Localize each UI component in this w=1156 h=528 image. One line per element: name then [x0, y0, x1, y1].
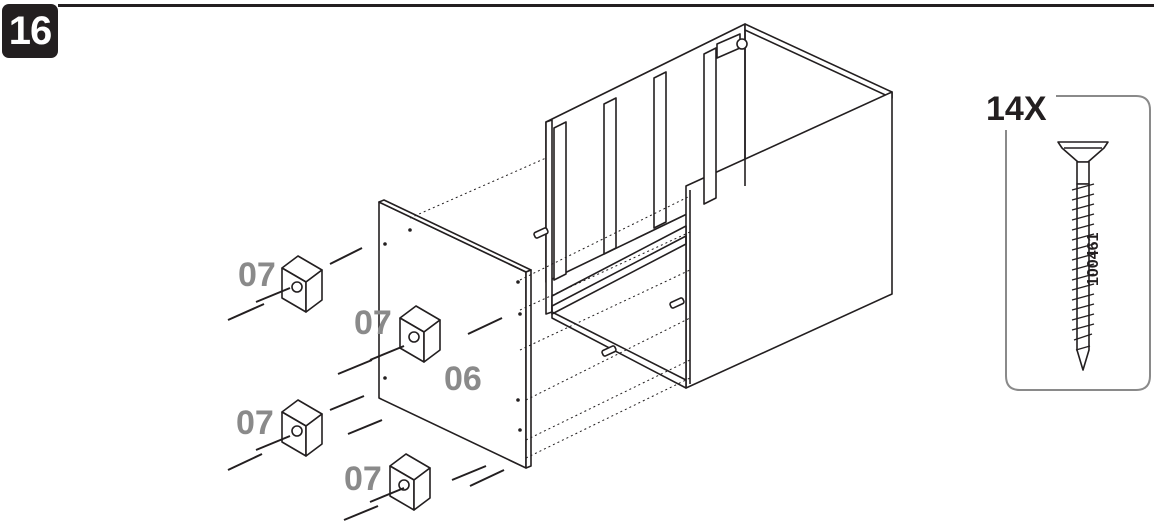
step-number: 16: [8, 9, 53, 53]
block-07-c: [281, 399, 323, 457]
front-panel-06: [378, 199, 532, 469]
hardware-code: 100461: [1085, 232, 1102, 286]
drawer-runners: [553, 33, 748, 281]
alignment-lines: [409, 157, 691, 459]
hardware-callout: [1005, 95, 1151, 391]
block-07-a: [281, 255, 323, 313]
step-badge: 16: [2, 4, 58, 58]
block-07-d: [389, 453, 431, 511]
screw-icon: [1057, 141, 1109, 371]
block-07-b: [399, 305, 441, 363]
part-label-06: 06: [444, 360, 482, 398]
part-label-07: 07: [344, 460, 382, 498]
hardware-quantity: 14X: [986, 90, 1047, 128]
screws: [227, 247, 505, 521]
part-label-07: 07: [354, 304, 392, 342]
part-label-07: 07: [236, 404, 274, 442]
part-label-07: 07: [238, 256, 276, 294]
header-rule: [58, 4, 1154, 7]
dowels: [533, 227, 685, 357]
cabinet-right-side-top: [744, 23, 893, 99]
cabinet-carcass: [545, 23, 893, 389]
cabinet-left-side-edge: [545, 119, 553, 315]
